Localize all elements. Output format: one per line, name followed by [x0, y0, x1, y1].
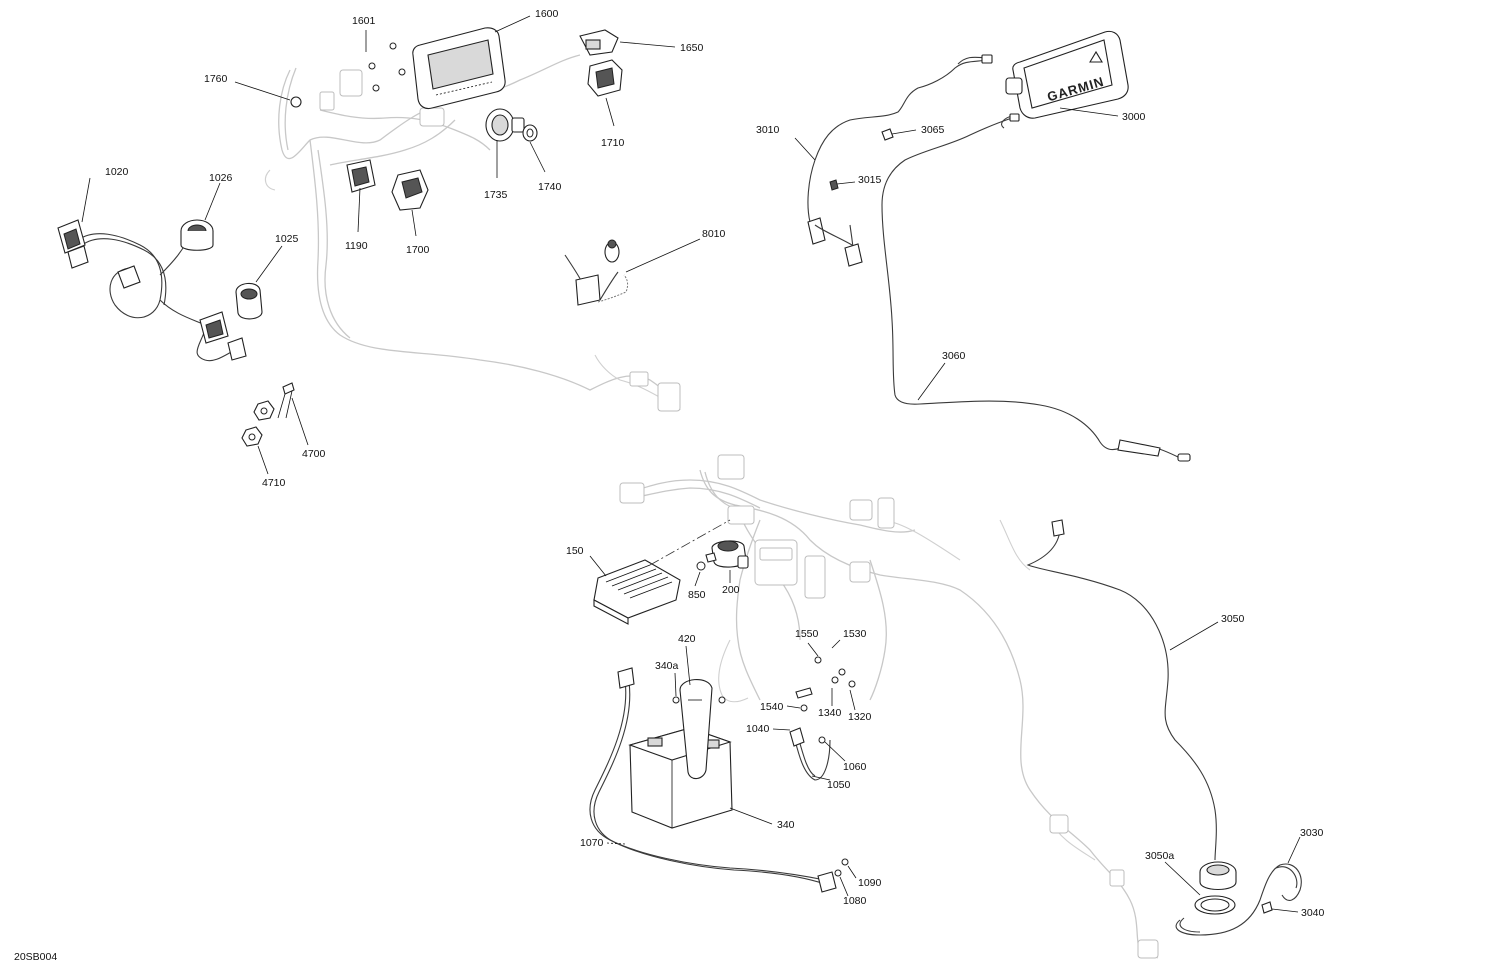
voltage-regulator-150: [593, 519, 731, 625]
screw-340a: [672, 696, 726, 704]
drawing-id: 20SB004: [14, 951, 57, 963]
callout-3065: 3065: [921, 124, 945, 136]
speaker-3050a: [1194, 861, 1237, 915]
callout-1740: 1740: [538, 181, 562, 193]
callout-3010: 3010: [756, 124, 780, 136]
callout-200: 200: [722, 584, 740, 596]
callout-3040: 3040: [1301, 907, 1325, 919]
small-hardware: [795, 656, 856, 877]
callout-3060: 3060: [942, 350, 966, 362]
switch-1710: [587, 59, 623, 97]
starter-solenoid-200: [705, 540, 749, 569]
callout-340a: 340a: [655, 660, 679, 672]
callout-1025: 1025: [275, 233, 299, 245]
speaker-harness-3030: [1175, 863, 1302, 936]
callout-1190: 1190: [345, 240, 368, 252]
usb-outlet-1025: [235, 282, 263, 320]
cluster-screws: [368, 42, 406, 92]
callout-3050: 3050: [1221, 613, 1245, 625]
battery-cable-1070: [589, 667, 837, 893]
callout-4710: 4710: [262, 477, 286, 489]
callout-8010: 8010: [702, 228, 726, 240]
leader-lines: [81, 15, 1301, 913]
clip-3040: [1261, 901, 1273, 914]
callout-labels: 1601 1600 1650 1760 1710 1735 1740 1020 …: [105, 8, 1325, 919]
callout-420: 420: [678, 633, 696, 645]
callout-1530: 1530: [843, 628, 867, 640]
callout-1050: 1050: [827, 779, 851, 791]
callout-1710: 1710: [601, 137, 625, 149]
gps-cable-3010: [807, 54, 993, 267]
nuts-4710: [241, 400, 275, 447]
callout-1550: 1550: [795, 628, 819, 640]
callout-3000: 3000: [1122, 111, 1146, 123]
callout-3015: 3015: [858, 174, 882, 186]
nut-850: [696, 561, 706, 571]
callout-850: 850: [688, 589, 706, 601]
cable-1050: [789, 727, 831, 781]
grommet-1760: [290, 96, 302, 108]
battery-340: [628, 727, 733, 829]
callout-4700: 4700: [302, 448, 326, 460]
callout-1026: 1026: [209, 172, 233, 184]
transducer-cable-3060: [881, 113, 1191, 462]
callout-150: 150: [566, 545, 584, 557]
clip-3015: [829, 179, 839, 191]
callout-1600: 1600: [535, 8, 559, 20]
clip-3065: [881, 128, 894, 141]
callout-1760: 1760: [204, 73, 228, 85]
instrument-cluster: [412, 27, 506, 110]
callout-3050a: 3050a: [1145, 850, 1174, 862]
main-harness-top: [264, 54, 681, 412]
switch-1700: [391, 169, 429, 211]
callout-1320: 1320: [848, 711, 872, 723]
bolt-4700: [277, 382, 295, 419]
callout-1070: 1070: [580, 837, 604, 849]
callout-1060: 1060: [843, 761, 867, 773]
socket-1735: [485, 108, 525, 142]
switch-1190: [346, 159, 376, 193]
safety-lanyard-8010: [564, 239, 629, 306]
accessory-harness-1020: [57, 219, 247, 362]
callout-1700: 1700: [406, 244, 430, 256]
speaker-cable-3050: [1026, 519, 1217, 861]
callout-1735: 1735: [484, 189, 508, 201]
callout-1080: 1080: [843, 895, 867, 907]
power-outlet-1026: [180, 219, 214, 251]
callout-1601: 1601: [352, 15, 376, 27]
callout-1090: 1090: [858, 877, 882, 889]
connector-1650: [579, 29, 619, 56]
callout-340: 340: [777, 819, 795, 831]
callout-3030: 3030: [1300, 827, 1324, 839]
gps-unit-3000: GARMIN: [1005, 30, 1129, 119]
callout-1040: 1040: [746, 723, 770, 735]
battery-strap-420: [679, 679, 713, 780]
callout-1650: 1650: [680, 42, 704, 54]
nut-1740: [522, 124, 538, 142]
callout-1020: 1020: [105, 166, 129, 178]
callout-1540: 1540: [760, 701, 784, 713]
callout-1340: 1340: [818, 707, 842, 719]
main-harness-bottom: [619, 454, 1159, 959]
